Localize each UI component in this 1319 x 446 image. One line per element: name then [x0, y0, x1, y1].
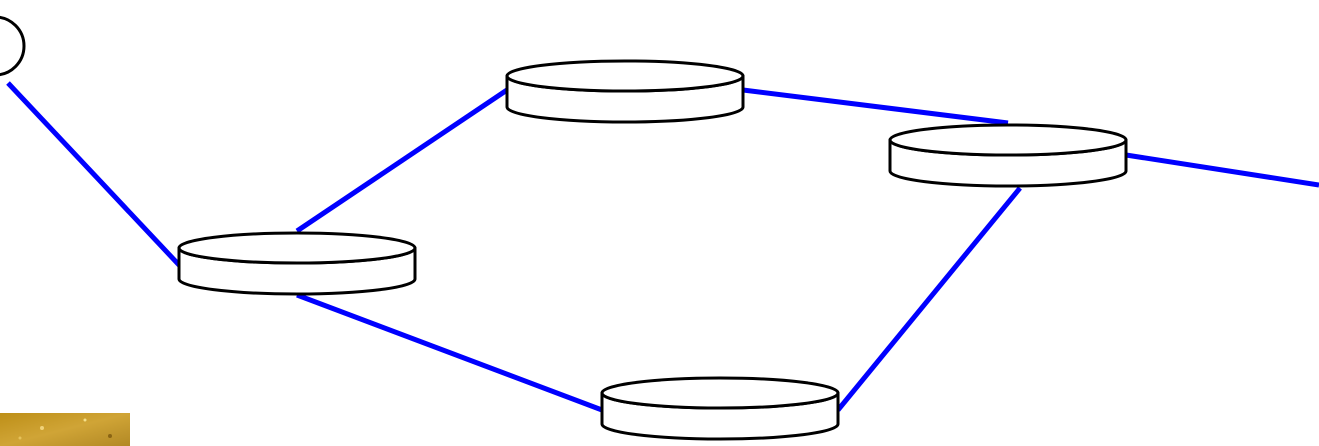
host-node-host[interactable]: [0, 17, 24, 75]
nodes: [0, 17, 1126, 439]
router-icon-router-top[interactable]: [507, 61, 743, 122]
photo-thumbnail-icon: [0, 413, 130, 446]
link-router-bottom-to-router-right: [838, 188, 1020, 410]
link-router-left-to-router-bottom: [297, 295, 602, 410]
link-router-top-to-router-right: [743, 90, 1008, 123]
link-router-left-to-router-top: [297, 90, 507, 231]
link-router-right-to-offscreen-right: [1126, 155, 1319, 185]
router-icon-router-left[interactable]: [179, 233, 415, 294]
link-host-to-router-left: [8, 83, 180, 266]
router-icon-router-right[interactable]: [890, 125, 1126, 186]
router-icon-router-bottom[interactable]: [602, 378, 838, 439]
